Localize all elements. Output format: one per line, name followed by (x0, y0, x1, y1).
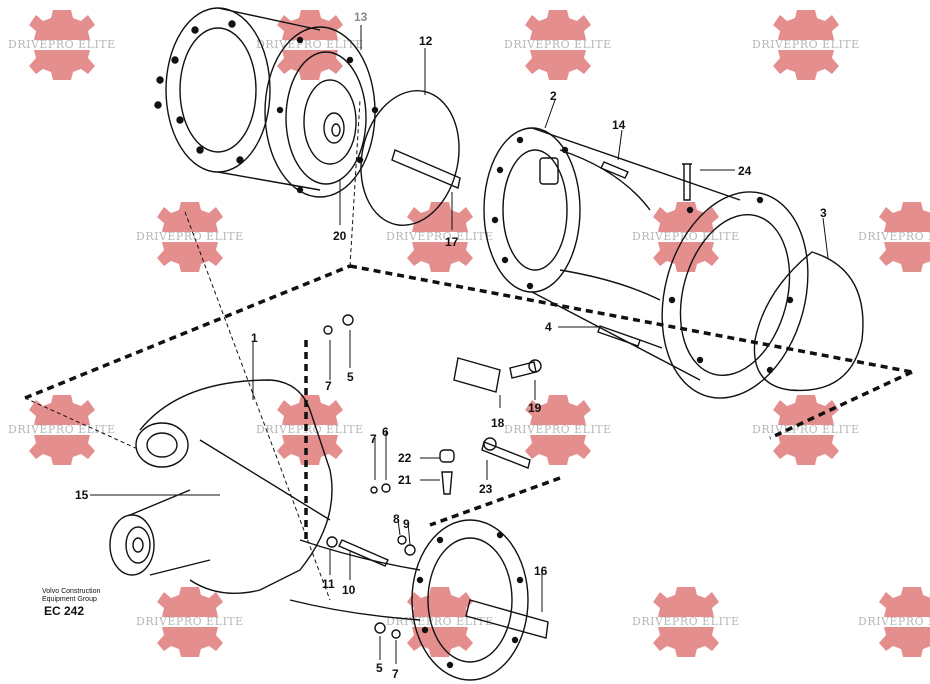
watermark-text: DRIVEPRO ELITE (136, 615, 244, 628)
drive-shaft-17 (391, 149, 461, 189)
watermark-gear: DRIVEPRO ELITE (858, 587, 930, 657)
watermark-gear: DRIVEPRO ELITE (386, 587, 494, 657)
watermark-gear: DRIVEPRO ELITE (858, 202, 930, 272)
screw-19 (509, 361, 537, 379)
watermark-text: DRIVEPRO ELITE (632, 230, 740, 243)
shaft-16 (465, 599, 549, 639)
cap-22 (439, 449, 455, 463)
watermark-text: DRIVEPRO ELITE (752, 38, 860, 51)
watermark-gear: DRIVEPRO ELITE (136, 202, 244, 272)
watermark-gear: DRIVEPRO ELITE (386, 202, 494, 272)
watermark-text: DRIVEPRO ELITE (504, 423, 612, 436)
watermark-gear: DRIVEPRO ELITE (8, 395, 116, 465)
watermark-gear: DRIVEPRO ELITE (632, 587, 740, 657)
plate-18 (453, 357, 501, 393)
watermark-text: DRIVEPRO ELITE (632, 615, 740, 628)
sensor-23 (481, 441, 531, 469)
washer-9 (404, 544, 416, 556)
watermark-gear: DRIVEPRO ELITE (8, 10, 116, 80)
thin-dashed-lines (24, 99, 361, 601)
nipple-21 (441, 471, 453, 495)
callout-1: 1 (251, 331, 258, 345)
caption-line-1: Volvo Construction (42, 588, 100, 595)
bolt-4 (597, 325, 663, 349)
washer-7-lower (391, 629, 401, 639)
callout-10: 10 (342, 583, 356, 597)
caption-line-2: Equipment Group (42, 596, 97, 603)
watermark-gear: DRIVEPRO ELITE (136, 587, 244, 657)
callout-labels: 1 2 3 4 5 5 6 7 7 7 8 9 10 11 12 13 14 1… (75, 10, 827, 681)
callout-11: 11 (322, 577, 335, 591)
dashed-assembly-lines (24, 264, 913, 540)
screw-8 (397, 535, 407, 545)
screw-6 (381, 483, 391, 493)
callout-9: 9 (403, 517, 410, 531)
watermark-text: DRIVEPRO ELITE (136, 230, 244, 243)
washer-7-mid (370, 486, 378, 494)
callout-17: 17 (445, 235, 459, 249)
callout-4: 4 (545, 320, 552, 334)
sensor-23-head (483, 437, 497, 451)
callout-7-mid: 7 (370, 432, 377, 446)
watermark-text: DRIVEPRO ELITE (858, 230, 930, 243)
nut-11 (326, 536, 338, 548)
callout-14: 14 (612, 118, 626, 132)
line-drawing (109, 7, 864, 681)
watermark-gear: DRIVEPRO ELITE (504, 395, 612, 465)
watermark-text: DRIVEPRO ELITE (8, 38, 116, 51)
watermark-text: DRIVEPRO ELITE (256, 423, 364, 436)
callout-3: 3 (820, 206, 827, 220)
caption-block: Volvo Construction Equipment Group EC 24… (42, 588, 100, 618)
leader-lines (90, 25, 829, 664)
breather-24 (682, 163, 692, 201)
watermark-text: DRIVEPRO ELITE (256, 38, 364, 51)
watermark-text: DRIVEPRO ELITE (504, 38, 612, 51)
callout-5-lower: 5 (376, 661, 383, 675)
screw-5-upper (342, 314, 354, 326)
wheel-hub (154, 7, 379, 198)
bolt-14 (600, 161, 629, 179)
watermark-text: DRIVEPRO ELITE (386, 615, 494, 628)
bolt-10 (338, 539, 389, 567)
watermark-gear: DRIVEPRO ELITE (632, 202, 740, 272)
washer-19 (528, 359, 542, 373)
watermark-text: DRIVEPRO ELITE (386, 230, 494, 243)
callout-21: 21 (398, 473, 412, 487)
callout-15: 15 (75, 488, 89, 502)
callout-7-lower: 7 (392, 667, 399, 681)
watermark-gear: DRIVEPRO ELITE (256, 10, 364, 80)
callout-2: 2 (550, 89, 557, 103)
callout-8: 8 (393, 512, 400, 526)
callout-12: 12 (419, 34, 433, 48)
callout-13: 13 (354, 10, 368, 24)
gasket-3 (753, 251, 864, 392)
callout-6: 6 (382, 425, 389, 439)
screw-5-lower (374, 622, 386, 634)
watermark-text: DRIVEPRO ELITE (8, 423, 116, 436)
axle-housing-upper (483, 127, 809, 399)
callout-7-upper: 7 (325, 379, 332, 393)
watermark-text: DRIVEPRO ELITE (858, 615, 930, 628)
callout-20: 20 (333, 229, 347, 243)
callout-16: 16 (534, 564, 548, 578)
watermark-layer: DRIVEPRO ELITE DRIVEPRO ELITE DRIVEPRO ELI… (8, 10, 930, 657)
watermark-text: DRIVEPRO ELITE (752, 423, 860, 436)
differential-housing (109, 379, 529, 681)
watermark-gear: DRIVEPRO ELITE (504, 10, 612, 80)
callout-24: 24 (738, 164, 752, 178)
callout-18: 18 (491, 416, 505, 430)
callout-5-upper: 5 (347, 370, 354, 384)
callout-22: 22 (398, 451, 412, 465)
caption-code: EC 242 (44, 604, 84, 618)
callout-19: 19 (528, 401, 542, 415)
watermark-gear: DRIVEPRO ELITE (256, 395, 364, 465)
callout-23: 23 (479, 482, 493, 496)
watermark-gear: DRIVEPRO ELITE (752, 10, 860, 80)
washer-7-upper (323, 325, 333, 335)
seal-ring-12 (360, 90, 460, 226)
